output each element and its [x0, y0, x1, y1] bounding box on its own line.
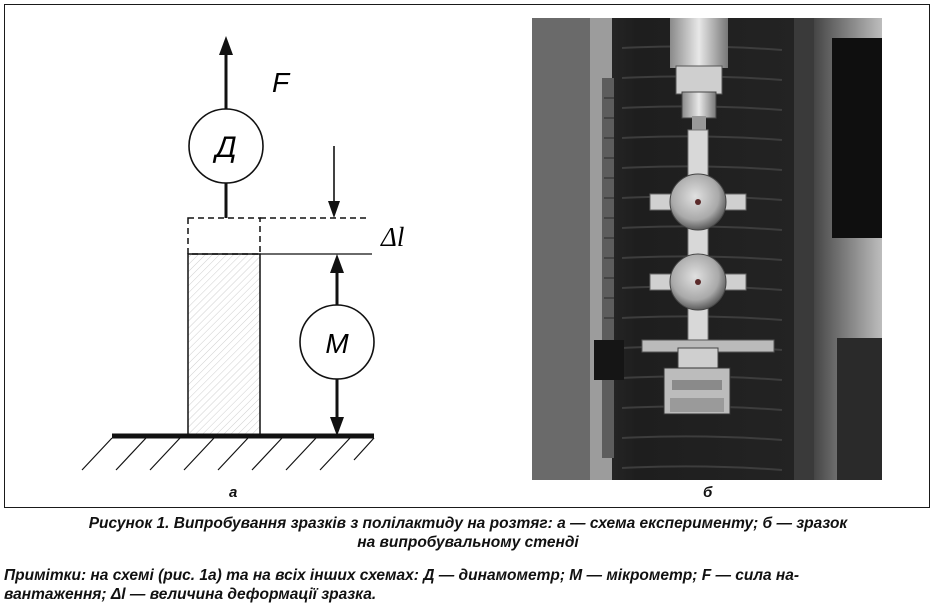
test-stand-photo: [532, 18, 882, 480]
specimen-deformed-outline: [187, 217, 261, 255]
dynamometer-circle: [188, 108, 264, 184]
micrometer-label: М: [325, 328, 349, 359]
force-arrow-icon: [219, 36, 233, 55]
notes-line-2: вантаження; Δl — величина деформації зра…: [4, 586, 377, 603]
force-label: F: [272, 67, 291, 98]
experiment-schema: Д F Δl М: [81, 36, 404, 471]
figure-notes: Примітки: на схемі (рис. 1а) та на всіх …: [4, 566, 930, 604]
dynamometer-label: Д: [212, 131, 236, 164]
panel-label-b: б: [703, 484, 713, 501]
panel-label-a: а: [229, 484, 238, 501]
micrometer-arrow-up-icon: [330, 254, 344, 273]
micrometer-circle: [299, 304, 375, 380]
deformation-arrow-down-icon: [328, 201, 340, 218]
deformation-label: Δl: [380, 222, 404, 252]
caption-line-1: Рисунок 1. Випробування зразків з поліла…: [88, 515, 848, 532]
figure-frame: [4, 4, 930, 508]
notes-line-1: Примітки: на схемі (рис. 1а) та на всіх …: [4, 567, 800, 584]
caption-line-2: на випробувальному стенді: [357, 534, 579, 551]
micrometer-arrow-down-icon: [330, 417, 344, 436]
figure-caption: Рисунок 1. Випробування зразків з поліла…: [0, 514, 936, 552]
ground-hatching: [81, 437, 375, 471]
specimen: [187, 253, 261, 436]
